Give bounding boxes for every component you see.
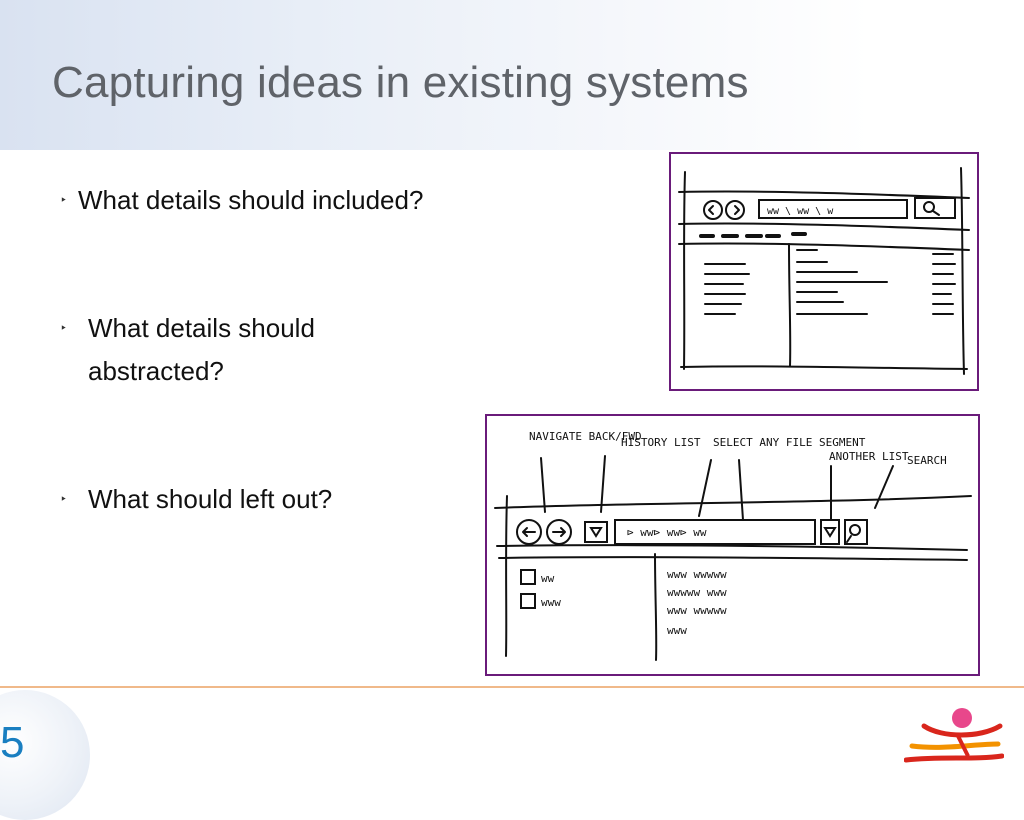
browser-sketch-bottom: NAVIGATE BACK/FWD HISTORY LIST SELECT AN… — [485, 414, 980, 676]
browser-sketch-top-drawing: ww \ ww \ w — [678, 167, 970, 375]
slide-title: Capturing ideas in existing systems — [52, 58, 749, 107]
bullet-marker-icon: ‣ — [60, 492, 68, 506]
annotation-search: SEARCH — [907, 454, 947, 467]
annotation-select-file-segment: SELECT ANY FILE SEGMENT — [713, 436, 866, 449]
bullet-3: ‣ What should left out? — [60, 478, 333, 521]
annotation-history-list: HISTORY LIST — [621, 436, 701, 449]
bullet-3-text: What should left out? — [88, 484, 333, 514]
svg-text:⊳ ww⊳ ww⊳ ww: ⊳ ww⊳ ww⊳ ww — [627, 526, 707, 539]
page-number: 5 — [0, 718, 25, 767]
logo-icon — [904, 708, 1004, 763]
browser-sketch-top: ww \ ww \ w — [669, 152, 979, 391]
svg-text:ww: ww — [541, 572, 555, 585]
svg-text:www wwwww: www wwwww — [667, 568, 727, 581]
browser-sketch-bottom-drawing: NAVIGATE BACK/FWD HISTORY LIST SELECT AN… — [494, 430, 972, 661]
svg-text:www wwwww: www wwwww — [667, 604, 727, 617]
annotation-another-list: ANOTHER LIST — [829, 450, 909, 463]
bullet-2: ‣ What details should abstracted? — [60, 307, 315, 393]
svg-text:www: www — [667, 624, 687, 637]
annotation-navigate: NAVIGATE BACK/FWD — [529, 430, 642, 443]
bullet-marker-icon: ‣ — [60, 193, 68, 207]
svg-text:wwwww www: wwwww www — [667, 586, 727, 599]
header-band — [0, 0, 1024, 150]
footer-divider — [0, 686, 1024, 688]
bullet-2-text-line2: abstracted? — [88, 356, 224, 386]
bullet-1-text: What details should included? — [78, 185, 424, 215]
svg-text:www: www — [541, 596, 561, 609]
bullet-2-text-line1: What details should — [88, 313, 315, 343]
bullet-1: ‣ What details should included? — [60, 179, 424, 222]
bullet-marker-icon: ‣ — [60, 321, 68, 335]
svg-text:ww \ ww \ w: ww \ ww \ w — [767, 206, 834, 217]
